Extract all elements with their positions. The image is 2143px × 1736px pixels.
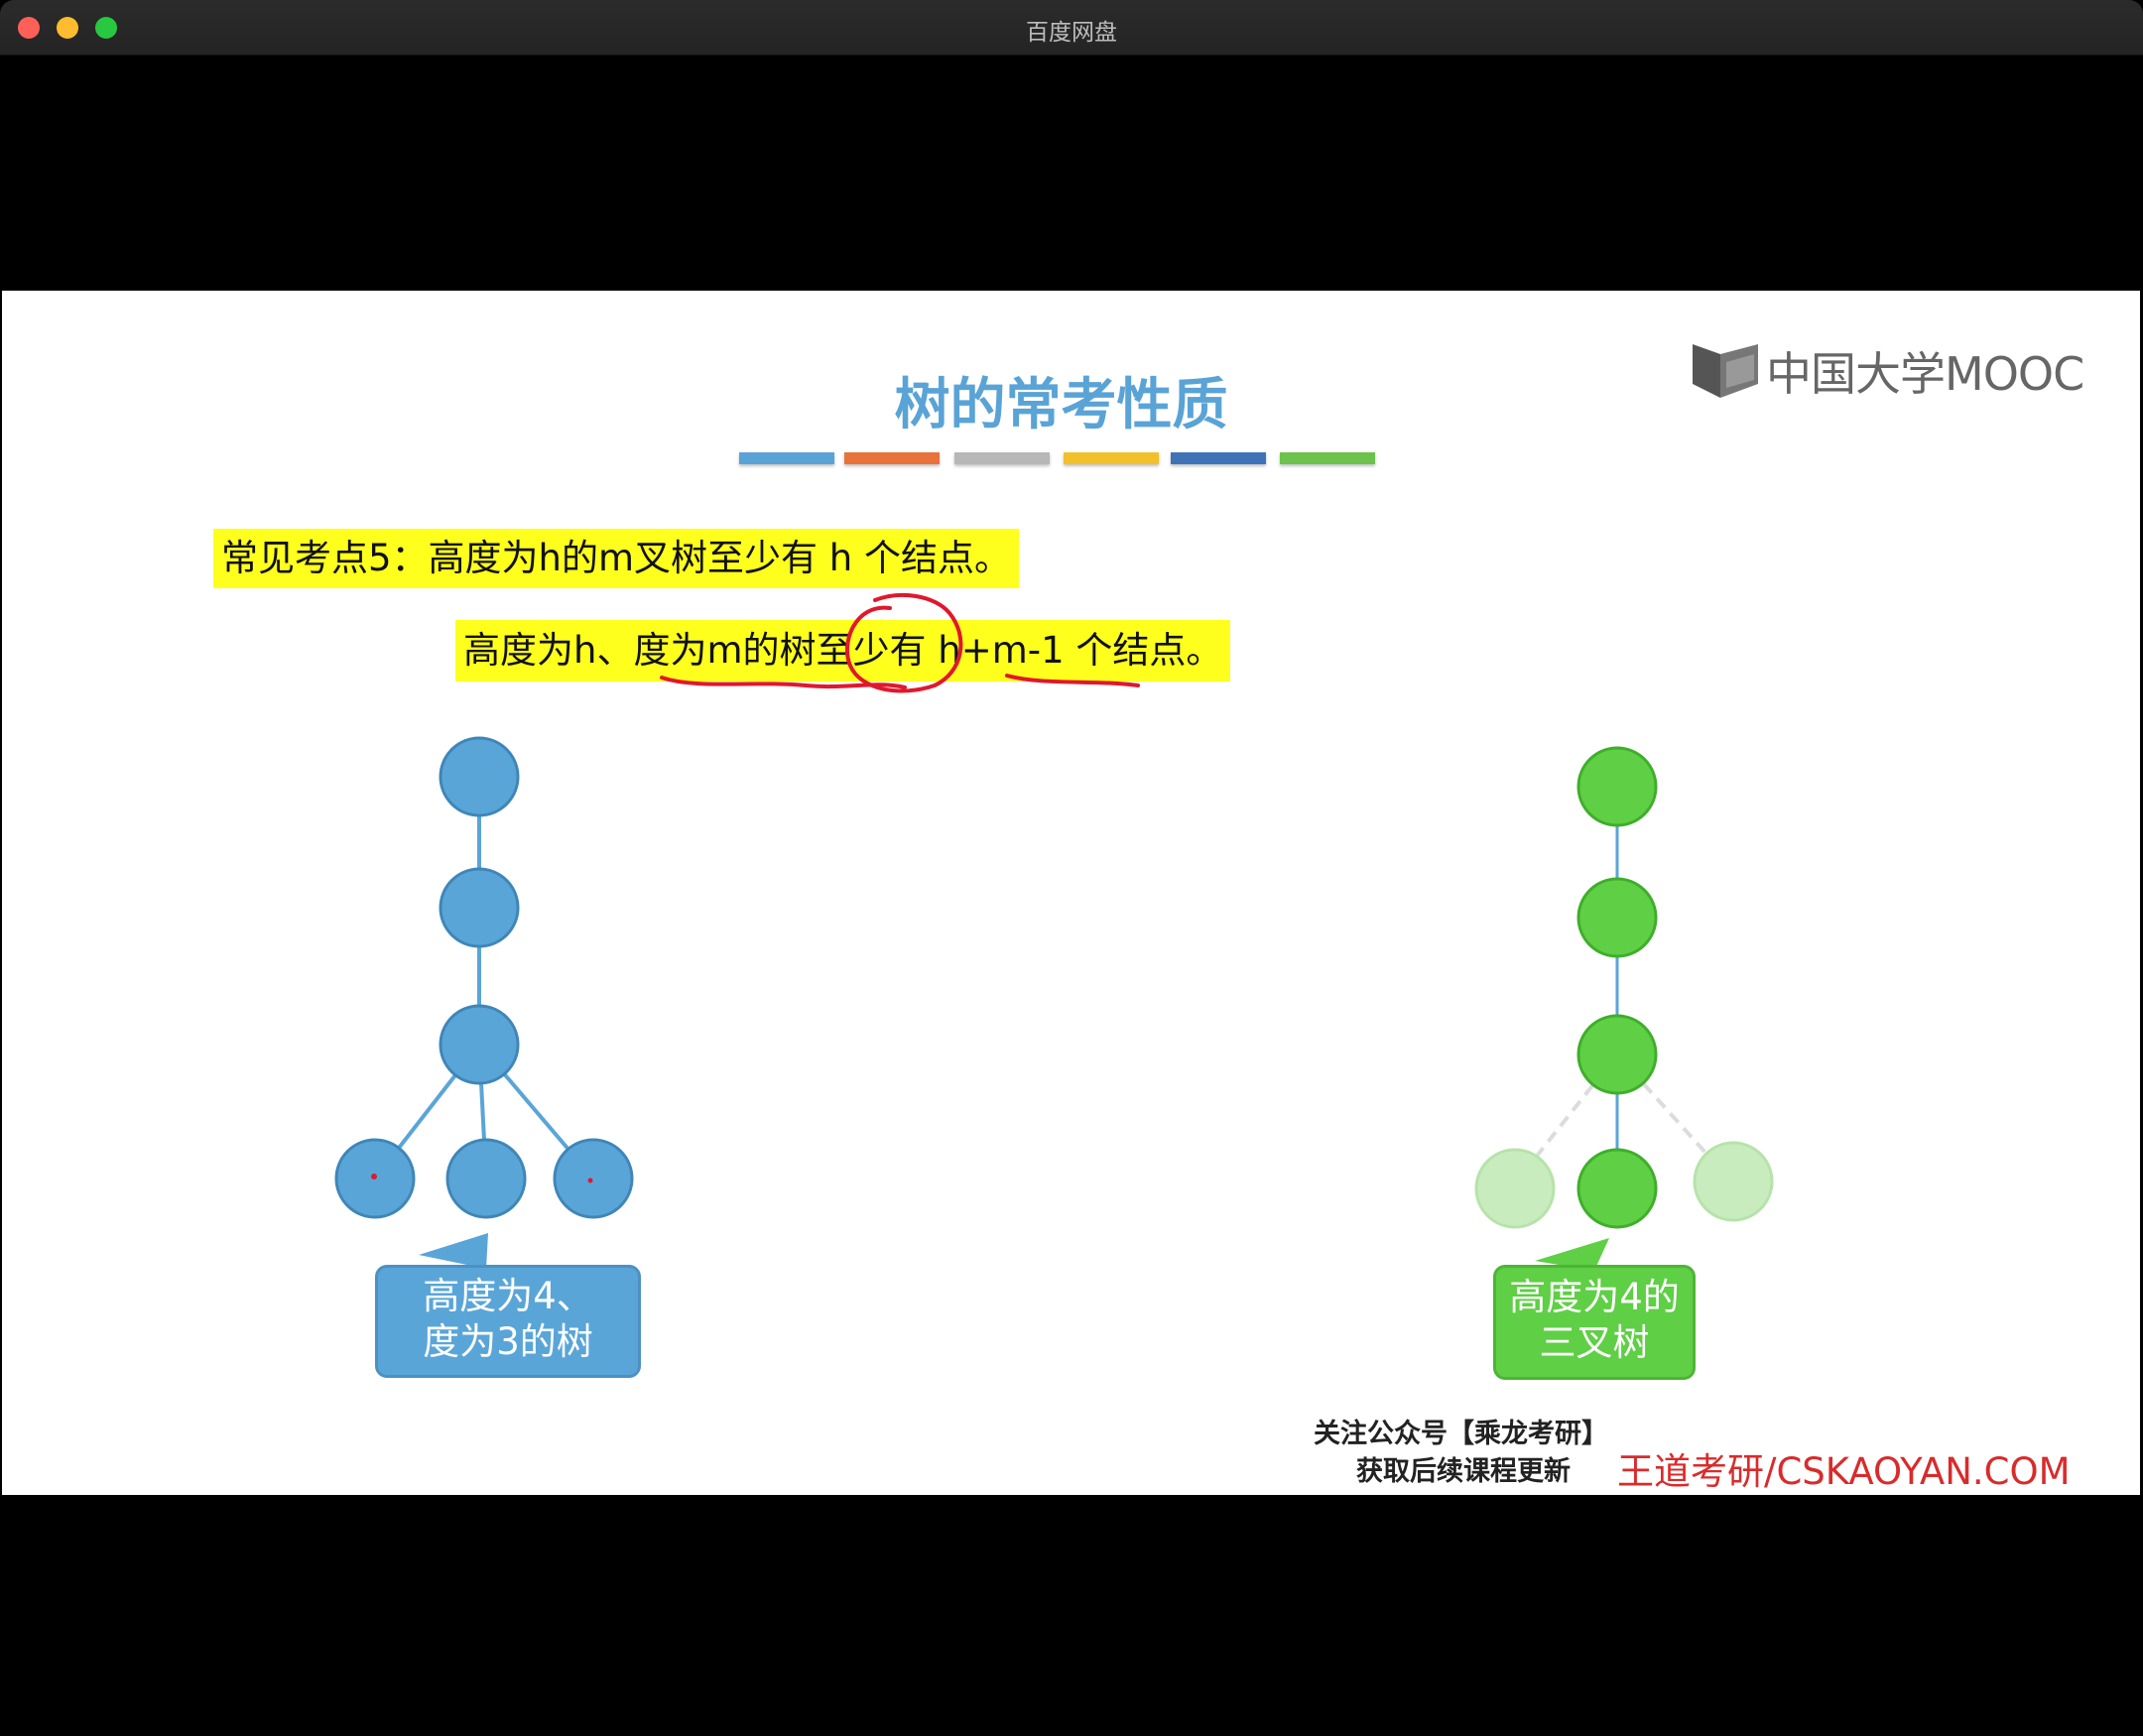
footer-update-text: 获取后续课程更新 xyxy=(1356,1456,1571,1487)
footer-follow-text: 关注公众号【乘龙考研】 xyxy=(1314,1419,1608,1449)
minimize-window-button[interactable] xyxy=(57,17,78,39)
blue-tree xyxy=(334,736,634,1269)
close-window-button[interactable] xyxy=(18,17,40,39)
bubble-tail xyxy=(1535,1238,1609,1271)
slide-title: 树的常考性质 xyxy=(894,373,1228,437)
green-tree-label: 高度为4的 三叉树 xyxy=(1493,1265,1696,1380)
color-bar xyxy=(844,452,940,464)
point-line-2: 高度为h、度为m的树至少有 h+m-1 个结点。 xyxy=(455,620,1231,682)
tree-node xyxy=(1576,1014,1658,1095)
label-line: 度为3的树 xyxy=(423,1320,593,1363)
color-bar xyxy=(1064,452,1159,464)
video-slide[interactable]: 树的常考性质 中国大学MOOC 常见考点5：高度为h的m叉树至少有 h 个结点。… xyxy=(2,291,2140,1495)
tree-node xyxy=(439,867,520,948)
footer-brand: 王道考研/CSKAOYAN.COM xyxy=(1617,1450,2071,1493)
tree-node-faded xyxy=(1474,1148,1556,1229)
tree-node xyxy=(1576,746,1658,827)
bubble-tail xyxy=(419,1233,488,1269)
annotation-dot xyxy=(371,1174,377,1179)
color-bar xyxy=(1280,452,1375,464)
tree-node xyxy=(439,736,520,817)
label-line: 三叉树 xyxy=(1539,1321,1650,1364)
label-line: 高度为4的 xyxy=(1509,1276,1680,1318)
annotation-dot xyxy=(587,1178,593,1183)
mooc-book-icon xyxy=(1693,344,1758,398)
mooc-logo: 中国大学MOOC xyxy=(1691,340,2084,404)
tree-node xyxy=(1576,877,1658,958)
color-bar xyxy=(1171,452,1266,464)
tree-node xyxy=(445,1138,527,1219)
green-tree xyxy=(1474,746,1774,1271)
tree-node xyxy=(439,1004,520,1085)
blue-tree-label: 高度为4、 度为3的树 xyxy=(375,1265,641,1378)
title-bar: 百度网盘 xyxy=(0,0,2143,56)
tree-node xyxy=(1576,1148,1658,1229)
color-bar xyxy=(739,452,834,464)
tree-node xyxy=(553,1138,634,1219)
label-line: 高度为4、 xyxy=(423,1275,593,1317)
point-line-1: 常见考点5：高度为h的m叉树至少有 h 个结点。 xyxy=(213,529,1020,588)
maximize-window-button[interactable] xyxy=(95,17,117,39)
logo-text: 中国大学MOOC xyxy=(1766,347,2084,401)
color-bar xyxy=(954,452,1050,464)
tree-node-faded xyxy=(1693,1141,1774,1222)
window-title: 百度网盘 xyxy=(1026,20,1117,46)
